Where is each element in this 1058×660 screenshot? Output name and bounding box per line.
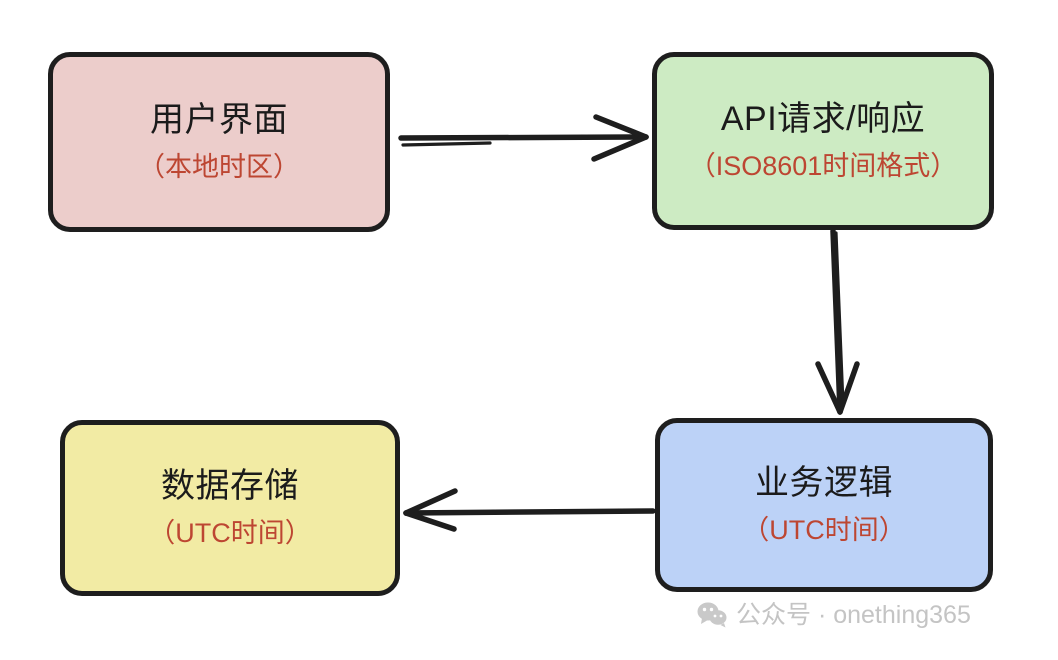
node-title: 数据存储 [161, 466, 299, 505]
node-subtitle: （UTC时间） [148, 518, 312, 549]
node-data-storage[interactable]: 数据存储 （UTC时间） [60, 420, 400, 596]
node-api-request-response[interactable]: API请求/响应 （ISO8601时间格式） [652, 52, 994, 230]
node-title: 用户界面 [150, 100, 288, 139]
edge-ui-to-api [398, 114, 649, 162]
node-subtitle: （ISO8601时间格式） [688, 151, 958, 182]
node-title: 业务逻辑 [755, 463, 893, 502]
node-subtitle: （本地时区） [138, 152, 300, 183]
watermark: 公众号 · onething365 [697, 602, 971, 628]
node-subtitle: （UTC时间） [742, 515, 906, 546]
wechat-icon [697, 602, 727, 628]
node-business-logic[interactable]: 业务逻辑 （UTC时间） [655, 418, 993, 592]
watermark-text: 公众号 · onething365 [736, 600, 971, 629]
node-user-interface[interactable]: 用户界面 （本地时区） [48, 52, 390, 232]
edge-logic-to-storage [403, 488, 656, 532]
node-title: API请求/响应 [720, 99, 926, 138]
edge-api-to-logic [815, 228, 860, 415]
